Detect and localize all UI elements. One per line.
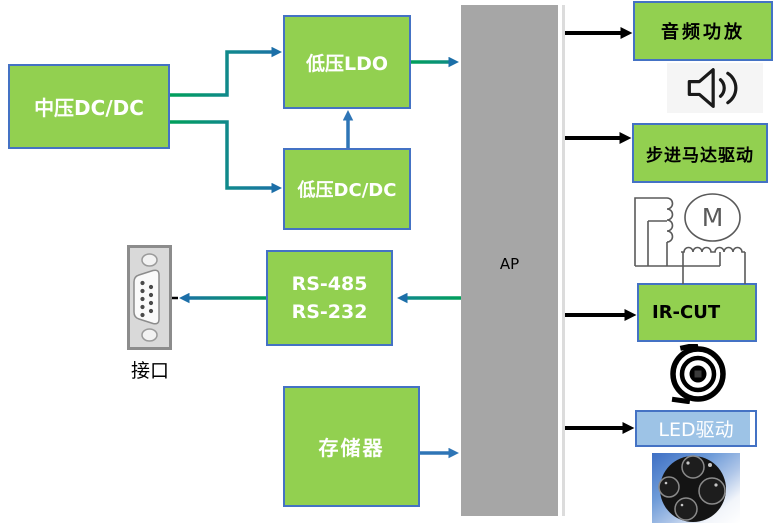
block-stepper-motor-driver: 步进马达驱动 <box>632 123 768 183</box>
block-label: 中压DC/DC <box>34 96 144 120</box>
stepper-motor-schematic-icon: M <box>628 192 770 284</box>
ap-bar-highlight <box>560 5 565 516</box>
motor-letter: M <box>702 203 724 232</box>
lens-icon-glyph <box>670 342 726 405</box>
block-label: 音频功放 <box>661 22 745 43</box>
block-label: 低压DC/DC <box>297 180 397 201</box>
lens-icon <box>666 342 730 405</box>
block-label: 存储器 <box>318 436 385 460</box>
block-led-driver: LED驱动 <box>635 410 757 447</box>
block-ir-cut: IR-CUT <box>637 283 757 342</box>
speaker-icon-glyph <box>687 68 738 108</box>
led-array-photo-glyph <box>652 453 740 523</box>
stepper-motor-schematic-glyph: M <box>634 193 746 284</box>
block-label: 步进马达驱动 <box>646 145 754 166</box>
serial-line2: RS-232 <box>291 301 368 323</box>
block-audio-amplifier: 音频功放 <box>633 1 773 61</box>
led-array-photo <box>652 453 740 523</box>
block-label: 低压LDO <box>305 52 389 75</box>
block-label: IR-CUT <box>652 302 721 323</box>
block-ap-processor: AP <box>461 5 558 516</box>
serial-line1: RS-485 <box>291 272 368 295</box>
block-label: LED驱动 <box>658 419 734 441</box>
block-low-voltage-ldo: 低压LDO <box>283 15 411 109</box>
db9-connector-glyph <box>127 245 172 350</box>
db9-connector-icon <box>127 245 172 350</box>
block-storage: 存储器 <box>283 386 420 507</box>
connector-label: 接口 <box>130 360 169 382</box>
block-serial-rs485-rs232: RS-485 RS-232 <box>266 250 393 346</box>
speaker-icon <box>667 63 763 113</box>
block-low-voltage-dcdc: 低压DC/DC <box>283 148 411 230</box>
ap-label: AP <box>499 255 520 273</box>
block-mid-voltage-dcdc: 中压DC/DC <box>8 64 170 149</box>
